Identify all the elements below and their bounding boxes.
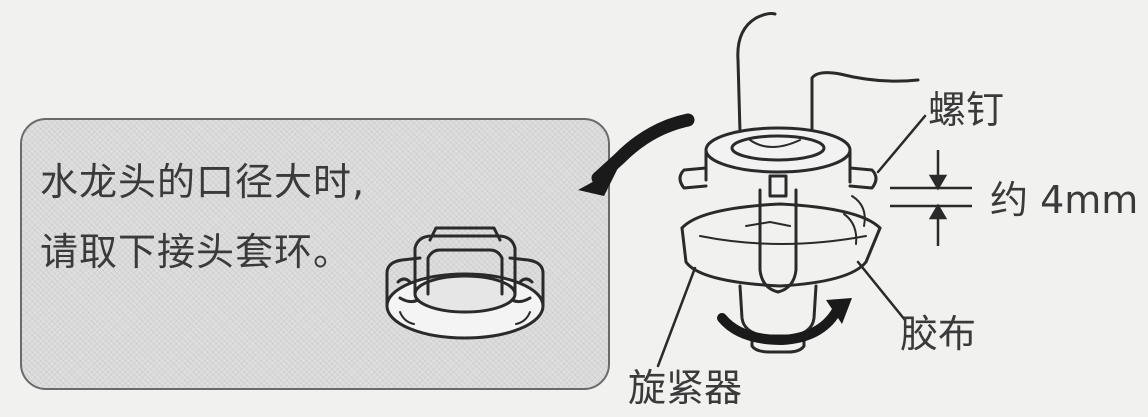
- note-text-line-2: 请取下接头套环。: [40, 230, 353, 274]
- rotation-arrow-icon: [717, 298, 852, 346]
- label-tightener: 旋紧器: [628, 366, 743, 410]
- leader-lines: [656, 114, 927, 368]
- gap-dimension-icon: [890, 150, 972, 246]
- adapter-ring-icon: [385, 226, 545, 340]
- note-text-line-1: 水龙头的口径大时,: [40, 160, 366, 204]
- faucet-adapter-icon: [678, 12, 920, 354]
- curved-arrow-icon: [578, 113, 695, 196]
- label-screw: 螺钉: [928, 88, 1005, 132]
- label-tape: 胶布: [900, 312, 977, 356]
- label-gap: 约 4mm: [990, 178, 1139, 222]
- note-box: [20, 118, 610, 390]
